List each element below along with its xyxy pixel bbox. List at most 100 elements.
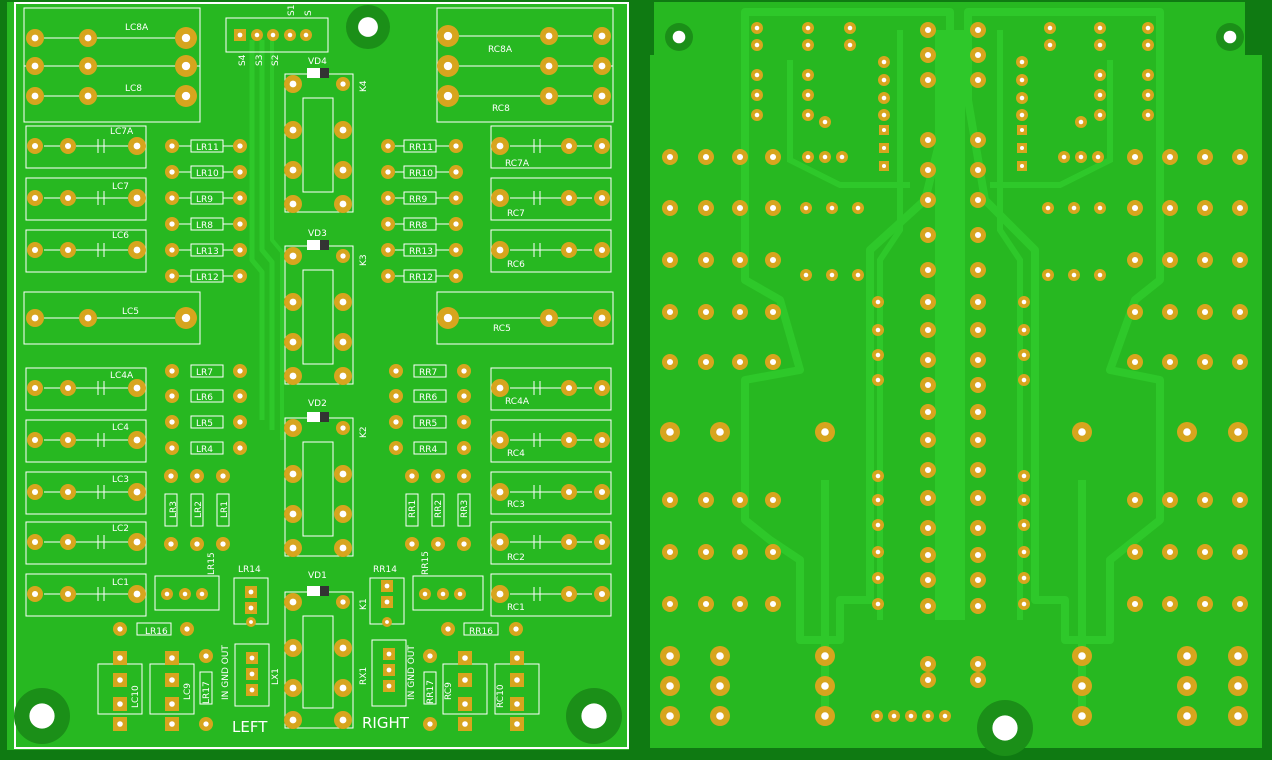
pad-hole [736,600,744,608]
pad-hole [181,61,191,71]
pad-hole [545,32,553,40]
label-rr5: RR5 [419,419,437,429]
pad-hole [974,408,982,416]
pad-hole [181,91,191,101]
pad-hole [839,154,845,160]
pad-hole [84,62,92,70]
pad-hole [565,538,573,546]
pad-hole [133,194,141,202]
pad-hole [1071,272,1077,278]
silk-outline [490,573,612,617]
pad-hole [974,166,982,174]
label-lc7: LC7 [112,182,129,192]
pad-hole [385,221,391,227]
pad-hole [875,575,881,581]
silk-outline [136,622,172,636]
pad-hole [1166,548,1174,556]
right-board-pads [660,22,1248,726]
pad-hole [974,196,982,204]
pad-hole [237,195,243,201]
pad-hole [1019,112,1025,118]
label-rr13: RR13 [409,247,433,257]
pad-hole [237,143,243,149]
pad-hole [64,142,72,150]
label-in-gnd-out-right: IN GND OUT [407,645,417,700]
label-lr3: LR3 [169,501,179,518]
pad-hole [339,684,347,692]
pad-hole [409,473,415,479]
pad-hole [545,62,553,70]
pad-hole [666,358,674,366]
pad-hole [194,473,200,479]
pad-hole [1021,377,1027,383]
label-s: S [304,10,314,16]
pad-hole [754,92,760,98]
silk-outline [490,177,612,221]
silk-outline [490,521,612,565]
pad-hole [339,338,347,346]
label-rc4a: RC4A [505,397,530,407]
pad-hole [182,591,188,597]
pad-hole [1166,153,1174,161]
pad-hole [31,142,39,150]
pad-hole [289,338,297,346]
pad-hole [427,721,433,727]
pad-hole [974,326,982,334]
pad-hole [736,153,744,161]
pad-hole [270,32,276,38]
pad-hole [1201,496,1209,504]
pad-hole [924,676,932,684]
pad-hole [31,384,39,392]
pad-hole [702,153,710,161]
silk-outline [23,7,201,123]
pad-hole [875,601,881,607]
pad-hole [184,626,190,632]
pad-hole [598,488,606,496]
pad-hole [339,716,347,724]
pad-hole [974,51,982,59]
left-board-pads [26,25,611,731]
pad-hole [1131,204,1139,212]
pad-hole [924,136,932,144]
pad-hole [974,676,982,684]
pad-hole [565,384,573,392]
pad-hole [1131,600,1139,608]
pad-hole [1021,601,1027,607]
pad-hole [169,195,175,201]
label-rc4: RC4 [507,449,525,459]
pad-hole [875,522,881,528]
label-rr14: RR14 [373,565,397,575]
pad-hole [974,26,982,34]
label-lr11: LR11 [196,143,219,153]
pad-hole [289,252,297,260]
mount-hole [1223,30,1237,44]
pad-hole [821,682,829,690]
pad-hole [453,221,459,227]
silk-outline [463,622,499,636]
pad-hole [822,154,828,160]
silk-outline [413,364,447,378]
pad-hole [974,356,982,364]
pad-hole [598,538,606,546]
pad-hole [974,436,982,444]
pad-hole [1021,352,1027,358]
pad-hole [805,154,811,160]
trace [259,40,275,430]
label-lc10: LC10 [131,685,141,708]
pad-hole [924,26,932,34]
pad-hole [169,221,175,227]
label-s1: S1 [287,5,297,16]
pad-hole [881,59,887,65]
pad-hole [924,196,932,204]
pad-hole [1145,72,1151,78]
pad-hole [974,494,982,502]
pad-hole [1019,77,1025,83]
pad-hole [974,524,982,532]
pad-hole [942,713,948,719]
pad-hole [461,473,467,479]
label-rr11: RR11 [409,143,433,153]
pad-hole [289,126,297,134]
label-lr16: LR16 [145,627,168,637]
silk-outline [216,493,230,527]
